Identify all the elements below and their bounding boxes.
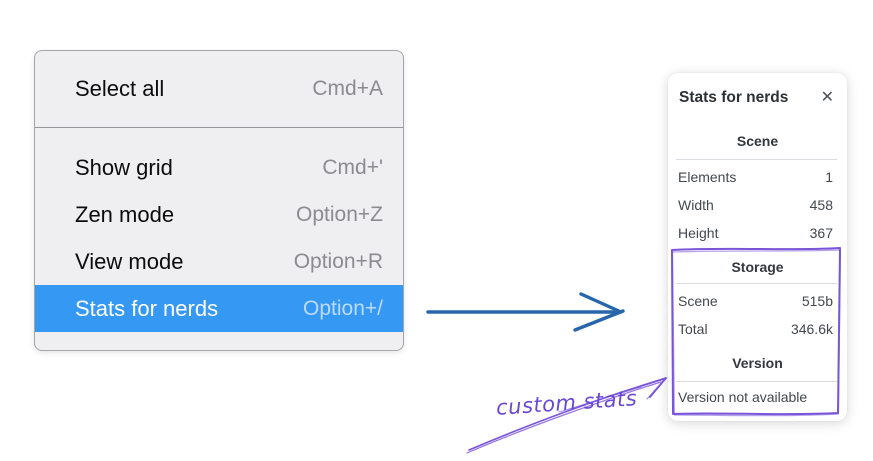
stat-label: Elements [678, 169, 737, 185]
menu-item-stats-for-nerds[interactable]: Stats for nerds Option+/ [35, 285, 403, 332]
stat-value: 458 [809, 197, 833, 213]
section-divider [676, 381, 837, 382]
menu-item-label: View mode [75, 248, 184, 274]
menu-item-label: Zen mode [75, 201, 175, 227]
menu-item-show-grid[interactable]: Show grid Cmd+' [35, 144, 403, 191]
menu-item-shortcut: Option+/ [303, 296, 383, 320]
stat-value: 367 [809, 225, 833, 241]
section-header-storage: Storage [731, 259, 784, 275]
menu-item-shortcut: Option+Z [296, 202, 383, 226]
stat-row-elements: Elements 1 [668, 163, 847, 191]
stat-label: Total [678, 321, 708, 337]
stat-row-scene-storage: Scene 515b [668, 287, 847, 315]
stat-label: Height [678, 225, 719, 241]
custom-stats-annotation-label: custom stats [495, 386, 638, 420]
stats-panel-title: Stats for nerds [679, 89, 789, 106]
stat-value: 1 [825, 169, 833, 185]
stats-panel: Stats for nerds ✕ Scene Elements 1 Width… [668, 73, 847, 421]
menu-item-label: Select all [75, 76, 165, 101]
stat-label: Width [678, 197, 714, 213]
menu-item-select-all[interactable]: Select all Cmd+A [35, 51, 403, 127]
stats-panel-header: Stats for nerds ✕ [668, 73, 847, 109]
menu-item-shortcut: Cmd+' [322, 155, 383, 179]
menu-item-label: Stats for nerds [75, 295, 219, 321]
menu-item-label: Show grid [75, 154, 173, 180]
menu-item-shortcut: Option+R [293, 249, 383, 273]
section-header-version: Version [732, 355, 783, 371]
stat-label: Scene [678, 293, 718, 309]
close-icon[interactable]: ✕ [820, 89, 834, 106]
menu-item-zen-mode[interactable]: Zen mode Option+Z [35, 191, 403, 238]
menu-item-shortcut: Cmd+A [312, 77, 383, 100]
stat-row-total-storage: Total 346.6k [668, 315, 847, 343]
version-status-text: Version not available [678, 389, 808, 405]
arrow-menu-to-panel-icon [426, 292, 625, 332]
section-divider [676, 159, 837, 160]
context-menu: Select all Cmd+A Show grid Cmd+' Zen mod… [34, 50, 404, 351]
section-header-scene: Scene [736, 133, 779, 149]
stat-row-height: Height 367 [668, 219, 847, 247]
menu-item-view-mode[interactable]: View mode Option+R [35, 238, 403, 285]
menu-group: Show grid Cmd+' Zen mode Option+Z View m… [35, 128, 403, 350]
stat-value: 346.6k [790, 321, 833, 337]
section-divider [676, 283, 837, 284]
menu-separator [35, 127, 403, 128]
stat-value: 515b [801, 293, 833, 309]
stat-row-width: Width 458 [668, 191, 847, 219]
